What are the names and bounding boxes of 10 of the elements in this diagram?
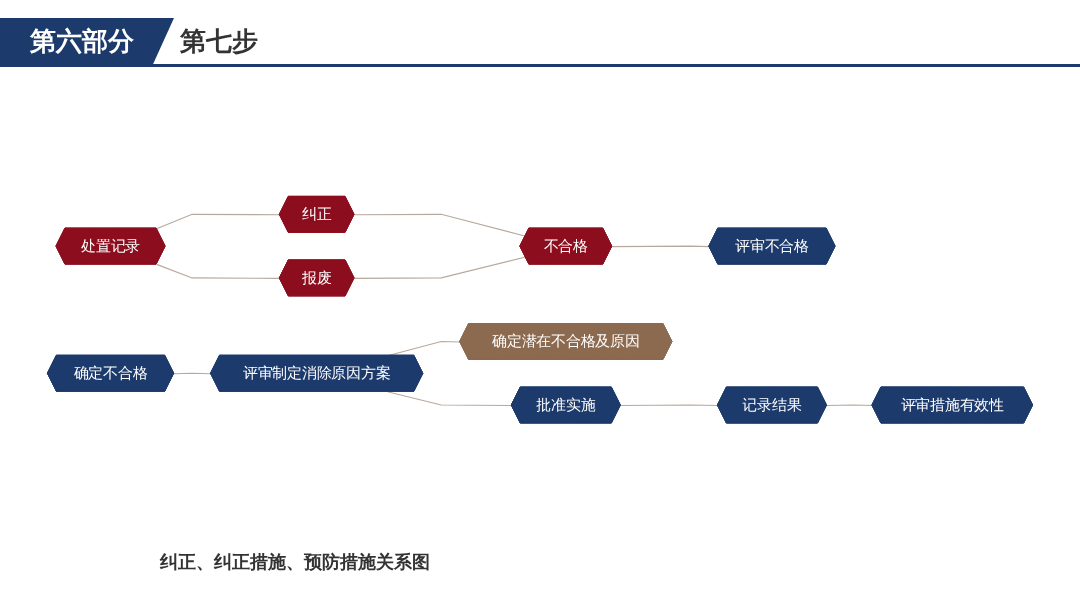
connector <box>156 264 281 280</box>
connector <box>173 373 212 375</box>
header-title: 第七步 <box>180 25 258 58</box>
connector <box>826 404 873 407</box>
connector <box>620 404 719 407</box>
connector <box>611 245 710 248</box>
connector <box>353 256 527 280</box>
section-tab: 第六部分 <box>0 18 174 64</box>
caption: 纠正、纠正措施、预防措施关系图 <box>160 550 430 574</box>
connector <box>156 214 281 230</box>
